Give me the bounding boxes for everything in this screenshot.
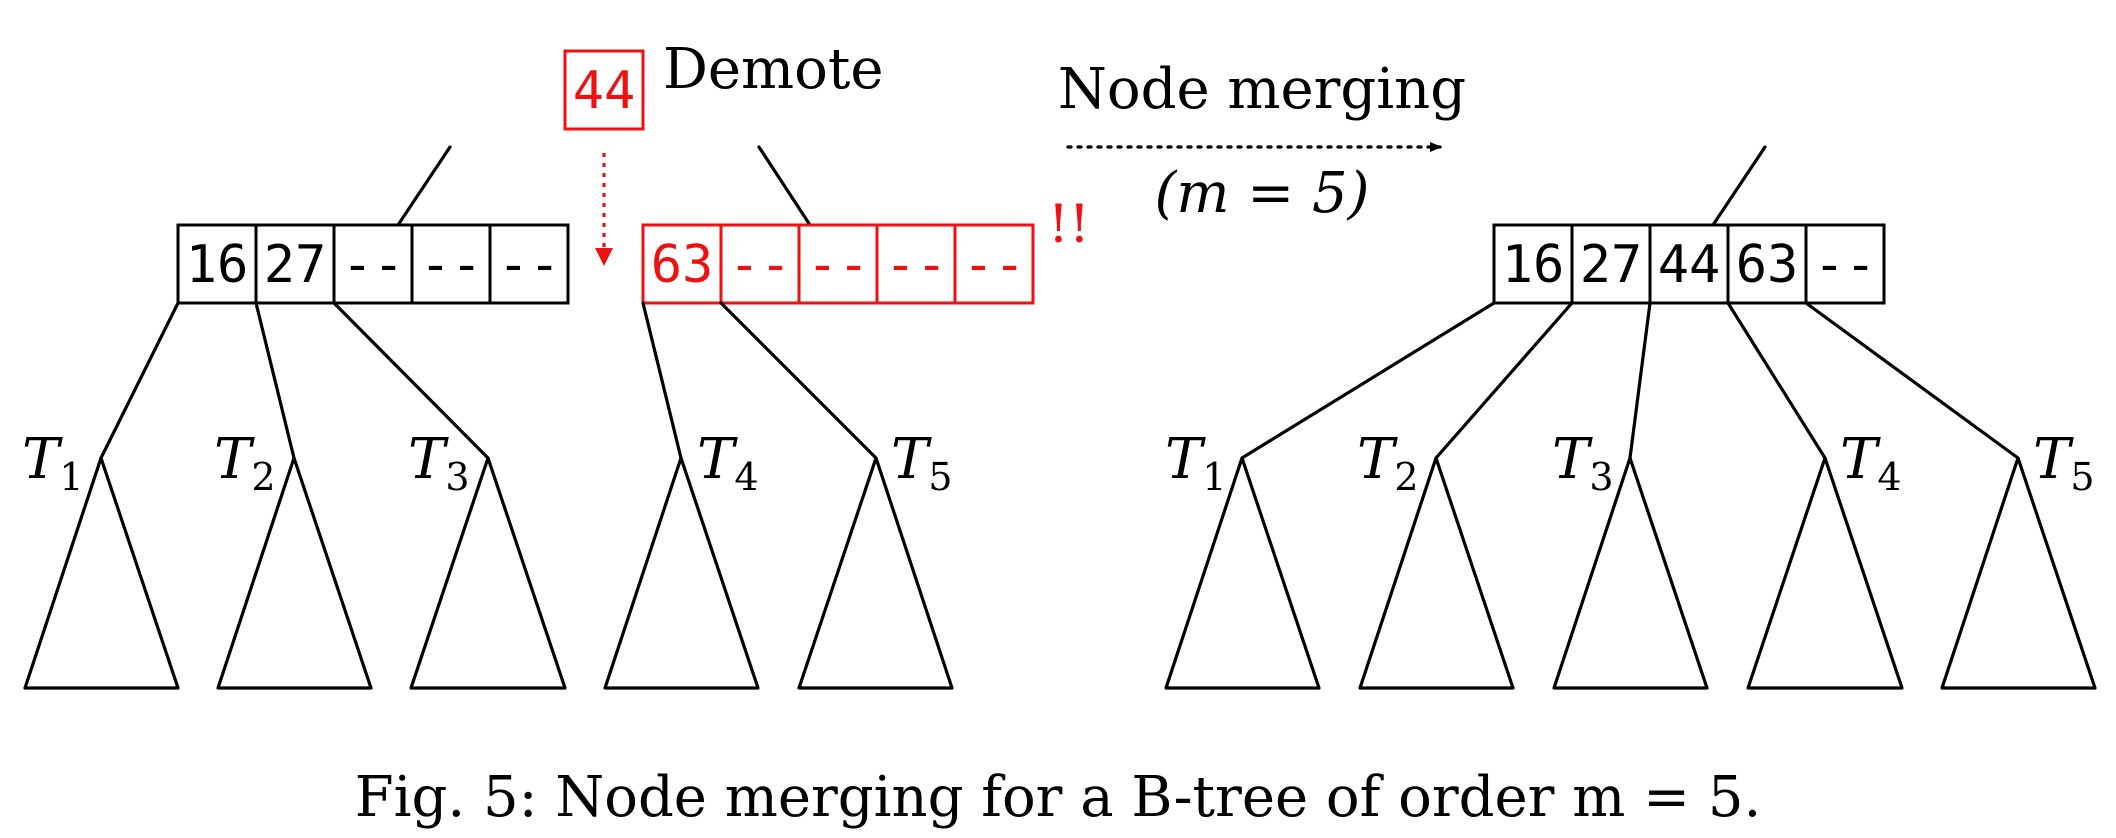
subtree-label: T2 bbox=[1357, 427, 1419, 499]
underflow-node-key: -- bbox=[729, 235, 792, 295]
merged-node-cell bbox=[1804, 223, 1886, 305]
demoted-key-cell bbox=[563, 49, 645, 131]
merged-node-cell bbox=[1648, 223, 1730, 305]
subtree-triangle bbox=[1940, 456, 2097, 690]
left-node-cell bbox=[176, 223, 258, 305]
underflow-node-cell bbox=[953, 223, 1035, 305]
subtree-edge bbox=[1240, 301, 1496, 460]
underflow-node-cell bbox=[719, 223, 801, 305]
subtree-triangle bbox=[797, 456, 954, 690]
left-node-key: 16 bbox=[186, 235, 249, 295]
merged-node: 16 27 44 63 -- bbox=[1492, 223, 1886, 305]
parent-edge-left bbox=[396, 145, 452, 227]
subtree-triangle bbox=[1164, 456, 1321, 690]
subtree-triangle bbox=[1358, 456, 1515, 690]
merged-node-cell bbox=[1492, 223, 1574, 305]
left-node-key: -- bbox=[420, 235, 483, 295]
underflow-marker: !! bbox=[1048, 195, 1090, 255]
underflow-node-key: -- bbox=[885, 235, 948, 295]
subtree-triangle bbox=[409, 456, 567, 690]
subtree-label: T1 bbox=[1165, 427, 1227, 499]
subtree-label: T5 bbox=[891, 427, 953, 499]
left-node-cell bbox=[332, 223, 414, 305]
subtree-label: T2 bbox=[214, 427, 276, 499]
subtree-edge bbox=[1434, 301, 1574, 460]
transition-label: Node merging bbox=[1058, 57, 1466, 122]
demote-arrowhead bbox=[595, 248, 613, 266]
subtree-edge bbox=[1628, 301, 1652, 460]
figure-caption: Fig. 5: Node merging for a B-tree of ord… bbox=[355, 765, 1762, 830]
subtree-edge bbox=[332, 301, 490, 460]
subtree-label: T4 bbox=[1840, 427, 1902, 499]
subtree-label: T4 bbox=[697, 427, 759, 499]
demoted-key: 44 bbox=[573, 61, 636, 121]
subtree-label: T3 bbox=[1552, 427, 1614, 499]
underflow-node-cell bbox=[797, 223, 879, 305]
underflow-node-key: -- bbox=[807, 235, 870, 295]
transition-condition: (m = 5) bbox=[1155, 161, 1370, 226]
subtree-label: T5 bbox=[2033, 427, 2095, 499]
subtree-label: T3 bbox=[408, 427, 470, 499]
merged-node-key: 44 bbox=[1658, 235, 1721, 295]
merged-node-cell bbox=[1726, 223, 1808, 305]
left-node-key: 27 bbox=[264, 235, 327, 295]
left-node: 16 27 -- -- -- bbox=[176, 223, 570, 305]
subtree-triangle bbox=[23, 456, 180, 690]
subtree-edge bbox=[99, 301, 180, 460]
merged-node-key: 16 bbox=[1502, 235, 1565, 295]
subtree-triangle bbox=[1746, 456, 1904, 690]
underflow-node-cell bbox=[875, 223, 957, 305]
subtree-edge bbox=[1726, 301, 1827, 460]
parent-edge-merged bbox=[1711, 145, 1767, 227]
subtree-label: T1 bbox=[22, 427, 84, 499]
subtree-triangle bbox=[216, 456, 373, 690]
underflow-node-cell bbox=[641, 223, 723, 305]
subtree-edge bbox=[1804, 301, 2020, 460]
subtree-triangle bbox=[1552, 456, 1709, 690]
left-node-cell bbox=[254, 223, 336, 305]
subtree-edge bbox=[641, 301, 683, 460]
left-node-key: -- bbox=[342, 235, 405, 295]
left-node-cell bbox=[488, 223, 570, 305]
merged-node-key: 63 bbox=[1736, 235, 1799, 295]
demoted-key-box: 44 bbox=[563, 49, 645, 131]
merged-node-cell bbox=[1570, 223, 1652, 305]
subtree-triangle bbox=[603, 456, 760, 690]
parent-edge-red bbox=[757, 145, 812, 227]
merged-node-key: 27 bbox=[1580, 235, 1643, 295]
underflow-node: 63 -- -- -- -- bbox=[641, 223, 1035, 305]
demote-label: Demote bbox=[663, 37, 884, 102]
subtree-edge bbox=[254, 301, 296, 460]
left-node-key: -- bbox=[498, 235, 561, 295]
underflow-node-key: 63 bbox=[651, 235, 714, 295]
underflow-node-key: -- bbox=[963, 235, 1026, 295]
subtree-edge bbox=[719, 301, 878, 460]
merged-node-key: -- bbox=[1814, 235, 1877, 295]
